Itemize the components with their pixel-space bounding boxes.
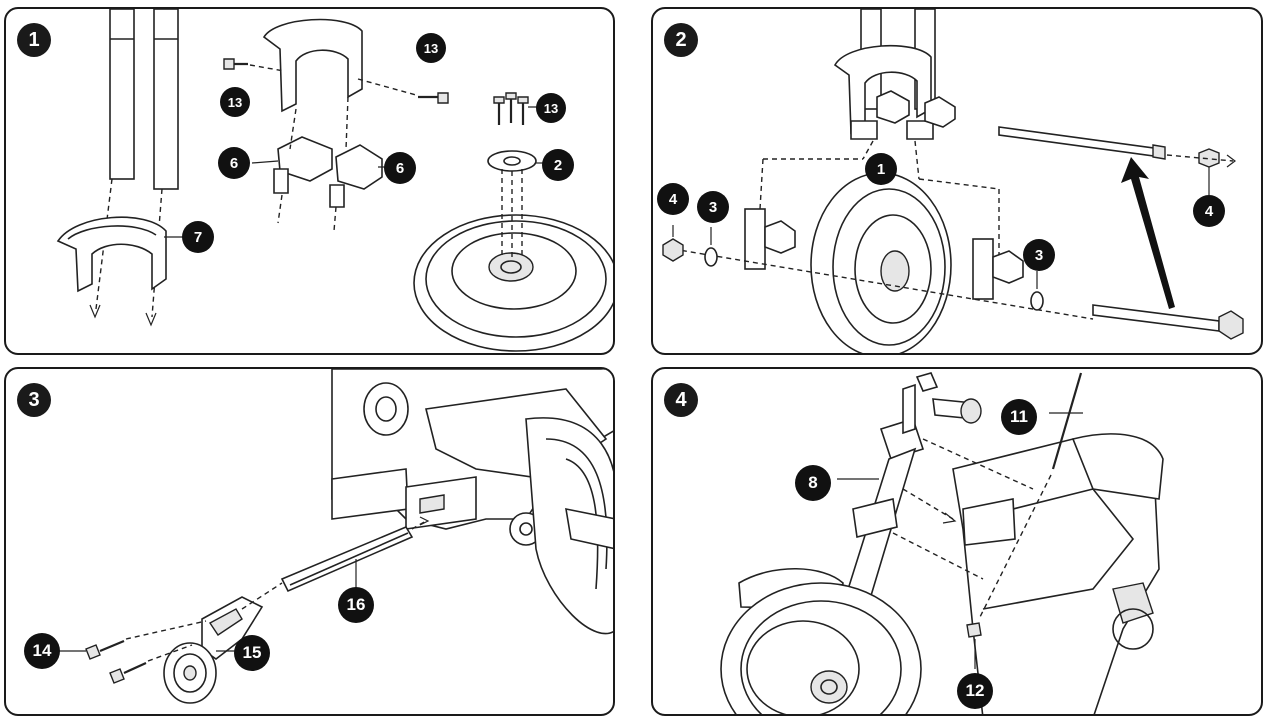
part-callout: 6	[384, 152, 416, 184]
step-number-badge: 1	[17, 23, 51, 57]
part-callout: 15	[234, 635, 270, 671]
part-callout: 8	[795, 465, 831, 501]
step-number-badge: 4	[664, 383, 698, 417]
step-1-panel: 1 13 13 13 6 6 2 7	[4, 7, 615, 355]
step-2-panel: 2 1 4 3 3 4	[651, 7, 1263, 355]
part-callout: 3	[697, 191, 729, 223]
part-callout: 11	[1001, 399, 1037, 435]
step-number-badge: 3	[17, 383, 51, 417]
part-callout: 2	[542, 149, 574, 181]
step-4-illustration	[720, 372, 1164, 714]
part-callout: 3	[1023, 239, 1055, 271]
part-callout: 12	[957, 673, 993, 709]
step-3-panel: 3 16 14 15	[4, 367, 615, 716]
part-callout: 16	[338, 587, 374, 623]
part-callout: 4	[657, 183, 689, 215]
part-callout: 4	[1193, 195, 1225, 227]
part-callout: 13	[536, 93, 566, 123]
part-callout: 14	[24, 633, 60, 669]
step-1-illustration	[56, 9, 613, 352]
part-callout: 13	[416, 33, 446, 63]
step-number-badge: 2	[664, 23, 698, 57]
step-2-illustration	[662, 9, 1244, 353]
step-4-panel: 4 11 8 12	[651, 367, 1263, 716]
part-callout: 1	[865, 153, 897, 185]
step-3-illustration	[56, 369, 613, 704]
part-callout: 7	[182, 221, 214, 253]
part-callout: 6	[218, 147, 250, 179]
part-callout: 13	[220, 87, 250, 117]
